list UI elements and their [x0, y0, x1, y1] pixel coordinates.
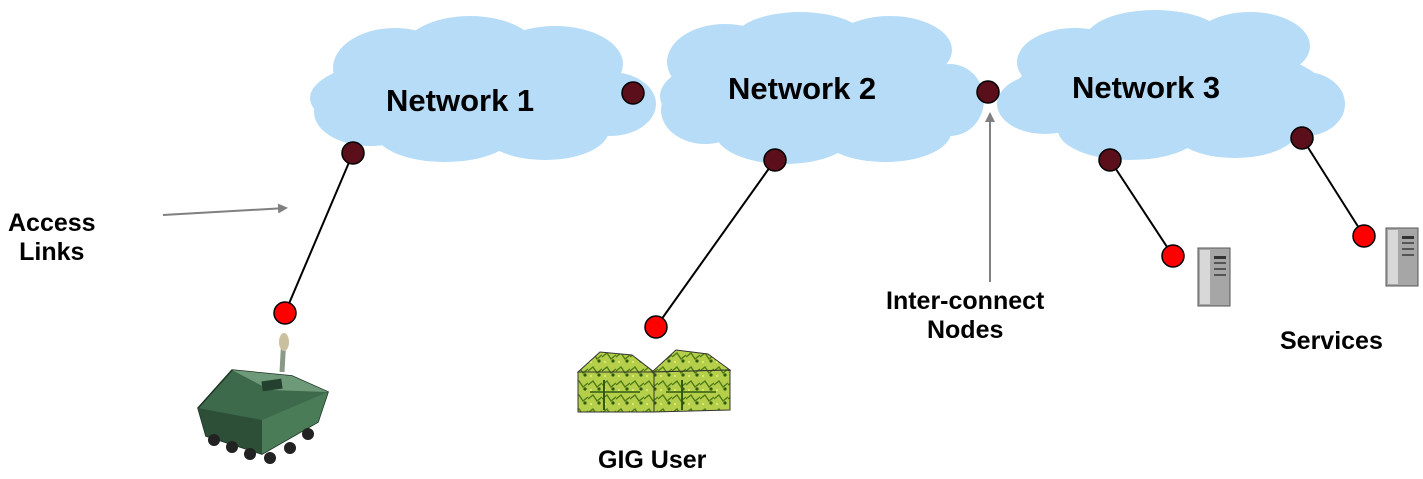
endpoint-server-2	[1352, 224, 1376, 248]
node-network1-access	[341, 141, 365, 165]
access-links-label-line1: Access	[8, 209, 96, 237]
services-label: Services	[1280, 327, 1383, 355]
endpoint-vehicle	[273, 301, 297, 325]
access-links-arrow	[162, 203, 288, 216]
endpoint-gig-user	[644, 315, 668, 339]
access-links-label-line2: Links	[19, 237, 85, 266]
access-link-gig-user	[655, 159, 776, 328]
network-3-label: Network 3	[1072, 70, 1221, 105]
node-network2-network3	[976, 80, 1000, 104]
network-cloud-3	[997, 10, 1345, 160]
interconnect-nodes-label-line2: Nodes	[926, 315, 1004, 344]
node-network2-access	[763, 148, 787, 172]
military-vehicle-icon	[197, 333, 329, 464]
node-network3-access-1	[1098, 148, 1122, 172]
gig-user-terrain-icon	[576, 349, 732, 413]
network-cloud-2	[660, 12, 984, 164]
access-link-server-1	[1109, 159, 1174, 257]
endpoint-server-1	[1161, 244, 1185, 268]
node-network3-access-2	[1290, 126, 1314, 150]
access-link-server-2	[1301, 137, 1365, 237]
gig-user-label: GIG User	[598, 446, 707, 474]
access-links	[284, 137, 1365, 328]
server-icon	[1385, 227, 1419, 287]
server-icon	[1197, 247, 1231, 307]
interconnect-nodes	[341, 80, 1314, 172]
access-link-vehicle	[284, 152, 354, 314]
network-cloud-1	[310, 16, 656, 162]
network-1-label: Network 1	[386, 83, 535, 118]
endpoint-nodes	[273, 224, 1376, 339]
network-2-label: Network 2	[728, 71, 877, 106]
node-network1-network2	[621, 81, 645, 105]
interconnect-nodes-label-line1: Inter-connect	[886, 287, 1045, 315]
interconnect-nodes-label: Inter-connect Nodes	[886, 287, 1044, 345]
access-links-label: Access Links	[8, 209, 96, 267]
